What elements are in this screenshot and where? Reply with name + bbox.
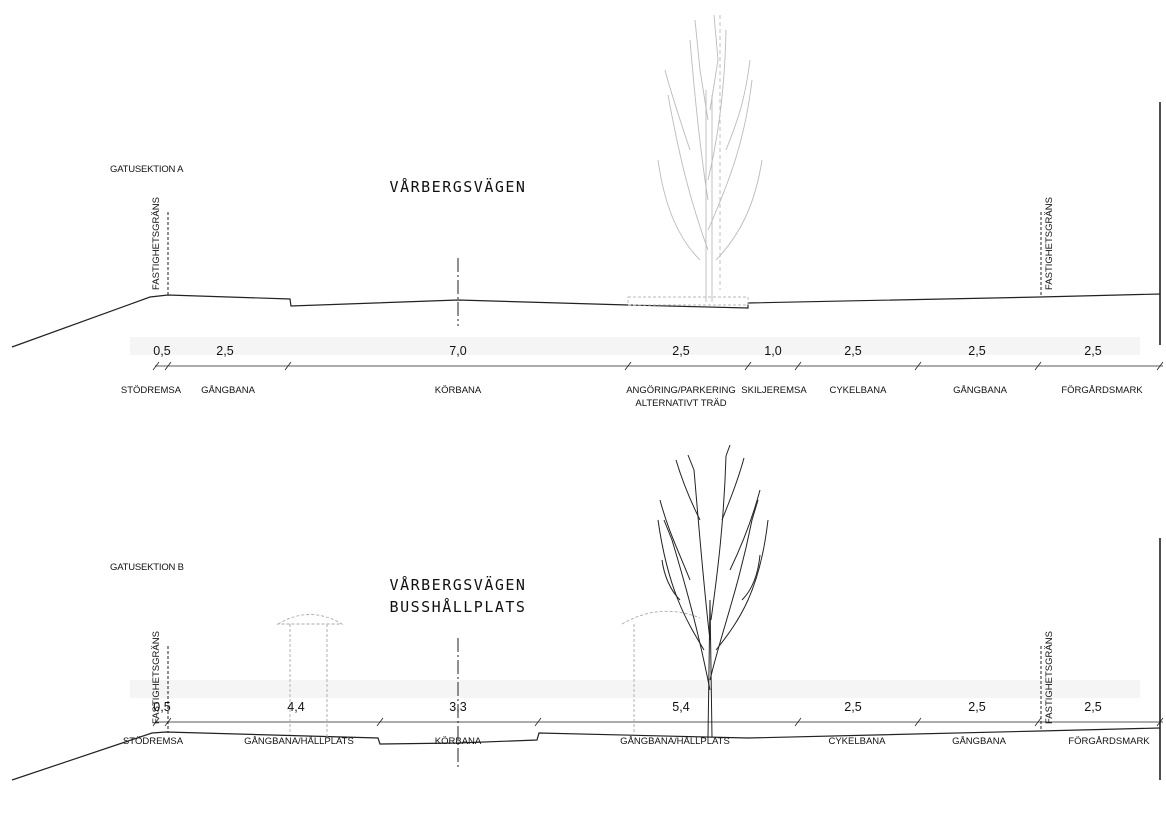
section-title-b: GATUSEKTION B <box>110 562 184 573</box>
zone-note: ALTERNATIVT TRÄD <box>635 398 727 409</box>
street-name-b-line2: BUSSHÅLLPLATS <box>389 598 527 616</box>
ground-profile-a <box>11 293 1161 348</box>
dimension-value: 7,0 <box>449 344 467 358</box>
dimension-value: 2,5 <box>672 344 690 358</box>
zone-label: FÖRGÅRDSMARK <box>1061 385 1143 396</box>
tree-alternative-icon <box>627 14 763 306</box>
tree-icon <box>657 444 769 738</box>
property-line-label-right-b: FASTIGHETSGRÄNS <box>1044 631 1055 724</box>
zone-label: FÖRGÅRDSMARK <box>1068 736 1150 747</box>
dimension-value: 2,5 <box>844 700 862 714</box>
dimension-value: 4,4 <box>287 700 305 714</box>
zone-label: CYKELBANA <box>828 736 886 747</box>
zone-label: CYKELBANA <box>829 385 887 396</box>
zone-label: STÖDREMSA <box>120 385 182 396</box>
dimension-value: 2,5 <box>968 344 986 358</box>
dimension-ticks-a <box>152 361 1164 371</box>
bus-shelter-right-icon <box>621 610 701 735</box>
street-name-a: VÅRBERGSVÄGEN <box>389 178 527 196</box>
dimension-value: 5,4 <box>672 700 690 714</box>
zone-label: ANGÖRING/PARKERING <box>626 385 736 396</box>
dimension-value: 0,5 <box>153 700 171 714</box>
dimension-ticks-b <box>152 717 1164 727</box>
dimension-strip-b <box>130 680 1140 698</box>
dimension-value: 2,5 <box>1084 700 1102 714</box>
zone-label: SKILJEREMSA <box>741 385 807 396</box>
dimension-value: 3,3 <box>449 700 467 714</box>
zone-label: STÖDREMSA <box>122 736 184 747</box>
zone-label: GÅNGBANA <box>201 385 255 396</box>
dimension-value: 2,5 <box>844 344 862 358</box>
zone-label: GÅNGBANA <box>953 385 1007 396</box>
zone-label: GÅNGBANA <box>952 736 1006 747</box>
property-line-label-left-a: FASTIGHETSGRÄNS <box>151 197 162 290</box>
zone-label: GÅNGBANA/HÅLLPLATS <box>620 736 730 747</box>
zone-label: GÅNGBANA/HÅLLPLATS <box>244 736 354 747</box>
bus-shelter-left-icon <box>276 614 344 737</box>
dimension-value: 2,5 <box>216 344 234 358</box>
section-title-a: GATUSEKTION A <box>110 164 184 175</box>
section-a <box>11 14 1164 371</box>
zone-label: KÖRBANA <box>434 385 482 396</box>
dimension-strip-a <box>130 337 1140 355</box>
section-b <box>11 444 1164 781</box>
zone-label: KÖRBANA <box>434 736 482 747</box>
dimension-value: 0,5 <box>153 344 171 358</box>
dimension-value: 1,0 <box>764 344 782 358</box>
property-line-label-right-a: FASTIGHETSGRÄNS <box>1044 197 1055 290</box>
dimension-value: 2,5 <box>1084 344 1102 358</box>
dimension-value: 2,5 <box>968 700 986 714</box>
street-name-b-line1: VÅRBERGSVÄGEN <box>389 576 527 594</box>
